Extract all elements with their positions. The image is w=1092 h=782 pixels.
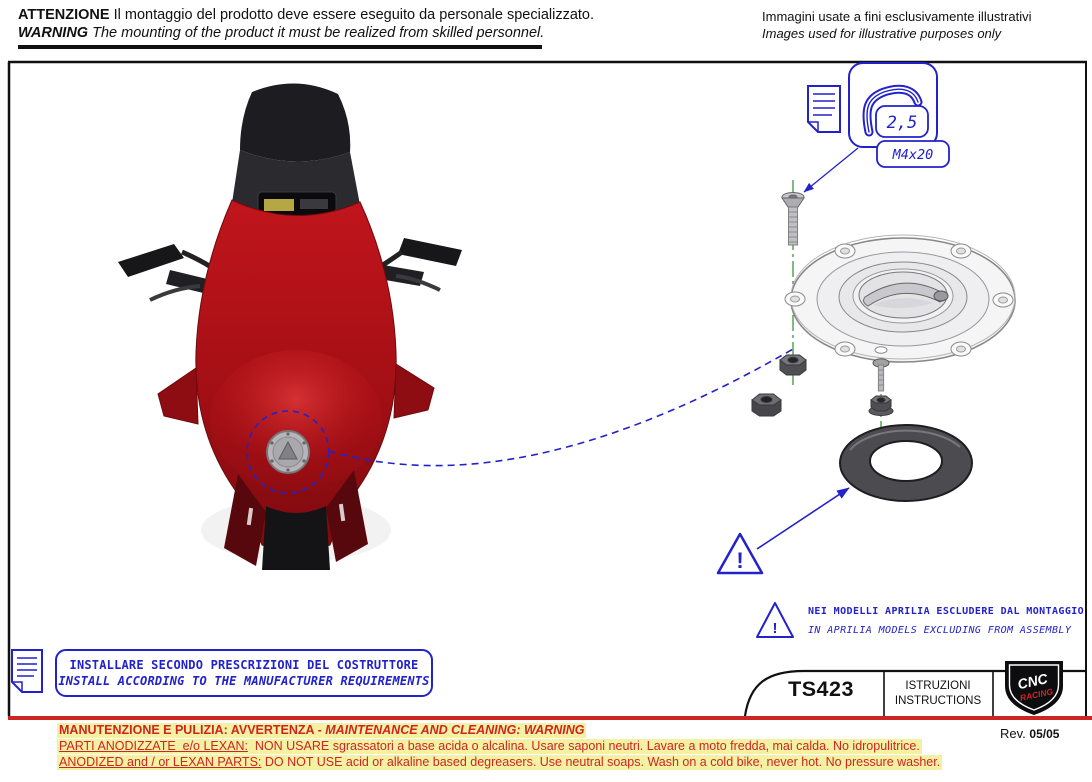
footer-divider-curve xyxy=(743,669,1086,717)
header-warning-it: ATTENZIONE Il montaggio del prodotto dev… xyxy=(18,7,595,23)
svg-text:!: ! xyxy=(736,548,743,573)
side-panel-right xyxy=(326,470,368,562)
install-line-it: INSTALLARE SECONDO PRESCRIZIONI DEL COST… xyxy=(69,658,419,672)
side-panel-left xyxy=(224,474,266,566)
install-box: INSTALLARE SECONDO PRESCRIZIONI DEL COST… xyxy=(55,649,433,697)
connector-dashed-line xyxy=(328,348,794,467)
disclaimer-en: Images used for illustrative purposes on… xyxy=(762,26,1002,41)
cnc-racing-logo: CNC RACING xyxy=(1005,661,1063,715)
windscreen xyxy=(240,83,351,162)
allen-key-size: 2,5 xyxy=(887,113,918,133)
disclaimer-it: Immagini usate a fini esclusivamente ill… xyxy=(762,9,1032,24)
pointer-line xyxy=(803,147,859,193)
product-code: TS423 xyxy=(788,677,854,701)
warning-label: WARNING xyxy=(18,25,89,41)
maintenance-title: MANUTENZIONE E PULIZIA: AVVERTENZA - MAI… xyxy=(57,722,587,738)
mirror-left xyxy=(118,244,184,277)
maintenance-line-en: ANODIZED and / or LEXAN PARTS: DO NOT US… xyxy=(57,754,943,770)
fixing-screw-small xyxy=(872,358,890,392)
decal-right xyxy=(338,503,346,522)
warning-triangle-icon: ! xyxy=(716,532,764,575)
header-rule xyxy=(18,45,542,49)
screw-m4x20 xyxy=(781,192,805,246)
aprilia-note-it: NEI MODELLI APRILIA ESCLUDERE DAL MONTAG… xyxy=(808,606,1085,617)
fuel-tank-cap xyxy=(266,430,310,474)
attenzione-label: ATTENZIONE xyxy=(18,7,110,23)
size-badge xyxy=(875,105,929,138)
rev-label: Rev. 05/05 xyxy=(1000,726,1060,741)
tool-icons: 2,5 M4x20 xyxy=(803,62,950,193)
header-warning-en: WARNING The mounting of the product it m… xyxy=(18,25,545,41)
cap-hinge xyxy=(933,290,949,302)
lever-left xyxy=(149,284,201,302)
winglet-right xyxy=(393,363,435,419)
seat-stripe xyxy=(262,506,330,570)
hex-nut-1 xyxy=(779,354,807,376)
instructions-label: ISTRUZIONI INSTRUCTIONS xyxy=(886,679,990,709)
install-doc-icon xyxy=(11,649,43,693)
aprilia-note-en: IN APRILIA MODELS EXCLUDING FROM ASSEMBL… xyxy=(808,625,1072,636)
mirror-right xyxy=(398,238,462,266)
instructions-label-it: ISTRUZIONI xyxy=(905,680,971,692)
highlight-dashed-circle xyxy=(246,410,330,494)
maintenance-line-it: PARTI ANODIZZATE e/o LEXAN: NON USARE sg… xyxy=(57,738,922,754)
exploded-diagram: ! xyxy=(716,180,1016,575)
decal-left xyxy=(246,507,254,526)
screw-spec: M4x20 xyxy=(892,147,934,163)
aprilia-warning-triangle-icon: ! xyxy=(756,602,794,638)
lever-right xyxy=(395,274,441,292)
instructions-label-en: INSTRUCTIONS xyxy=(894,695,982,707)
hex-nut-2 xyxy=(751,393,782,417)
cap-handle xyxy=(863,282,944,307)
logo-text-cnc: CNC xyxy=(1016,670,1050,692)
spec-badge xyxy=(876,140,950,168)
gasket-washer xyxy=(839,424,973,502)
red-separator xyxy=(8,716,1092,720)
install-line-en: INSTALL ACCORDING TO THE MANUFACTURER RE… xyxy=(58,674,430,688)
cap-flange xyxy=(784,234,1016,363)
maintenance-block: MANUTENZIONE E PULIZIA: AVVERTENZA - MAI… xyxy=(57,722,977,770)
flanged-nut xyxy=(868,395,894,416)
warning-arrow xyxy=(756,487,850,550)
winglet-left xyxy=(157,367,199,425)
allen-key-icon xyxy=(862,84,923,137)
document-icon-top xyxy=(807,85,841,133)
tank-shine xyxy=(210,350,382,490)
motorcycle-photo xyxy=(118,83,462,570)
svg-text:!: ! xyxy=(773,620,778,637)
